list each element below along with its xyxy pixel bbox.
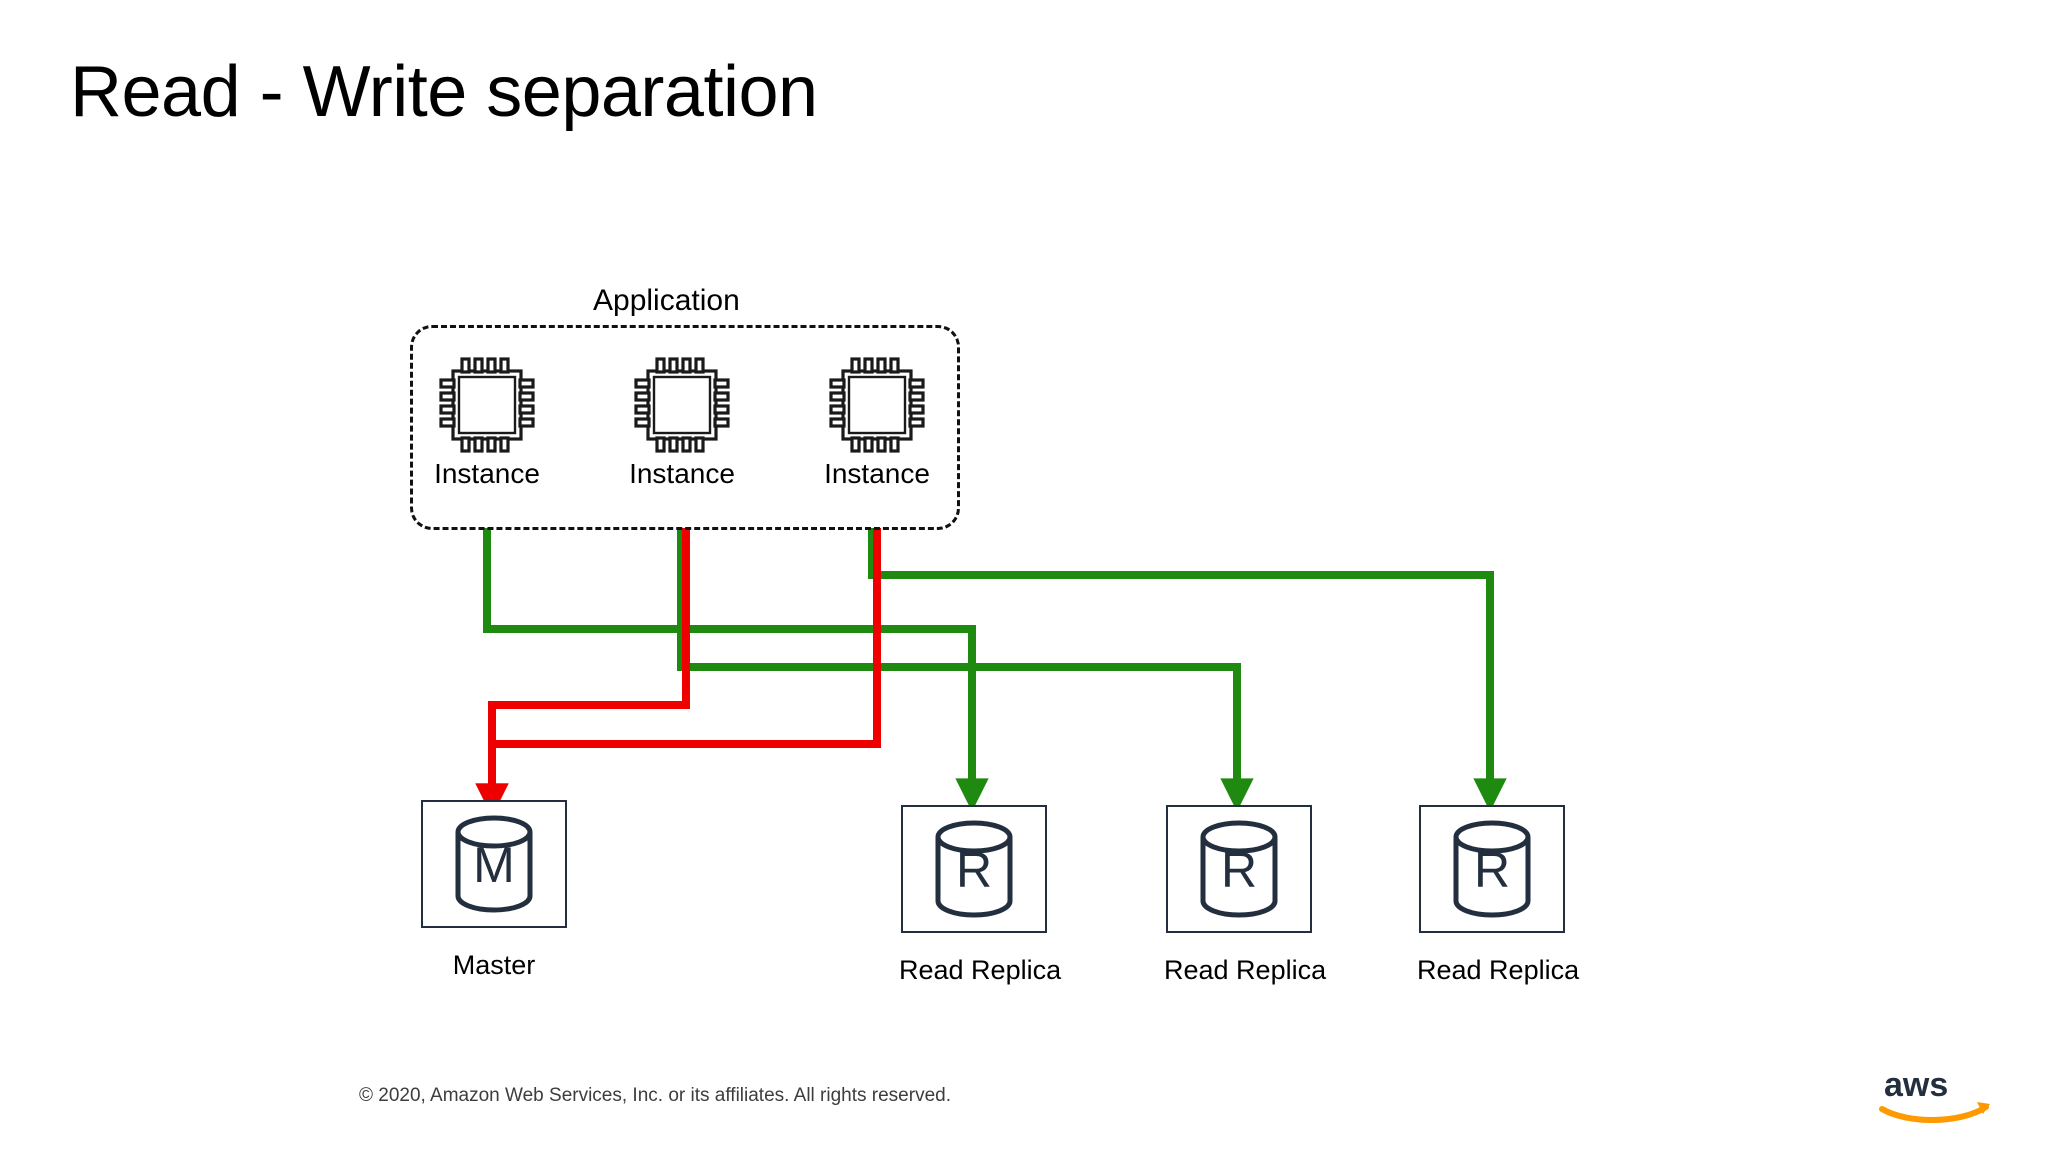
master-badge-letter: M <box>473 837 515 893</box>
db-node-master[interactable]: M Master <box>419 800 569 981</box>
database-cylinder-icon: M <box>455 815 533 913</box>
replica-badge-letter: R <box>1474 842 1510 898</box>
database-cylinder-icon: R <box>935 820 1013 918</box>
application-group-label: Application <box>585 284 748 318</box>
read-edge-instance3-to-replica3 <box>868 528 1507 812</box>
instance-label-2: Instance <box>629 458 735 489</box>
replica-badge-letter: R <box>1221 842 1257 898</box>
database-cylinder-icon: R <box>1453 820 1531 918</box>
instance-label-1: Instance <box>434 458 540 489</box>
db-node-read-replica-1[interactable]: R Read Replica <box>899 805 1062 986</box>
instance-tile-3[interactable]: Instance <box>802 350 952 488</box>
read-replica-icon-box: R <box>901 805 1047 933</box>
db-node-read-replica-3[interactable]: R Read Replica <box>1417 805 1580 986</box>
write-edge-instance3-to-master <box>475 528 881 817</box>
read-edge-instance1-to-replica1 <box>483 528 989 812</box>
aws-swoosh-icon <box>1879 1104 1989 1123</box>
cpu-chip-icon <box>607 350 757 460</box>
db-node-label-read-replica-2: Read Replica <box>1164 955 1327 985</box>
instance-tile-1[interactable]: Instance <box>412 350 562 488</box>
instance-tile-2[interactable]: Instance <box>607 350 757 488</box>
database-cylinder-icon: R <box>1200 820 1278 918</box>
db-node-label-read-replica-1: Read Replica <box>899 955 1062 985</box>
read-replica-icon-box: R <box>1166 805 1312 933</box>
footer-copyright: © 2020, Amazon Web Services, Inc. or its… <box>358 1085 951 1106</box>
replica-badge-letter: R <box>956 842 992 898</box>
cpu-chip-icon <box>802 350 952 460</box>
instance-label-3: Instance <box>824 458 930 489</box>
aws-logo: aws <box>1879 1066 1990 1123</box>
application-group-box <box>410 325 960 530</box>
aws-swoosh-arrow-icon <box>1977 1102 1990 1114</box>
read-replica-icon-box: R <box>1419 805 1565 933</box>
aws-logo-wordmark: aws <box>1884 1066 1948 1104</box>
db-node-label-master: Master <box>452 950 536 980</box>
write-edge-instance2-to-master <box>475 528 690 817</box>
master-icon-box: M <box>421 800 567 928</box>
page-title: Read - Write separation <box>70 52 818 132</box>
db-node-read-replica-2[interactable]: R Read Replica <box>1164 805 1327 986</box>
db-node-label-read-replica-3: Read Replica <box>1417 955 1580 985</box>
cpu-chip-icon <box>412 350 562 460</box>
read-edge-instance2-to-replica2 <box>677 528 1254 812</box>
